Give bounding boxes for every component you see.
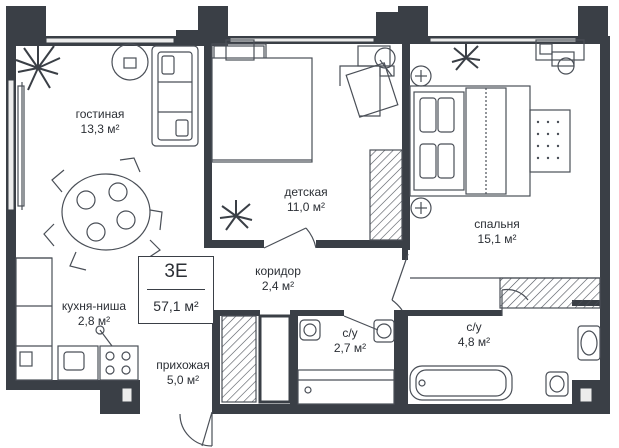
room-name: с/у bbox=[466, 320, 482, 334]
apartment-code: 3E bbox=[164, 261, 188, 282]
badge-divider bbox=[147, 289, 205, 290]
room-name: детская bbox=[284, 185, 328, 199]
room-area: 5,0 м² bbox=[166, 373, 200, 387]
room-label-kitchen: кухня-ниша 2,8 м² bbox=[46, 299, 142, 329]
room-name: спальня bbox=[474, 217, 520, 231]
bedroom-furniture bbox=[409, 39, 585, 219]
room-label-kids: детская 11,0 м² bbox=[266, 185, 346, 215]
bedroom-pattern bbox=[536, 120, 560, 160]
room-name: гостиная bbox=[75, 107, 125, 121]
room-name: прихожая bbox=[156, 358, 210, 372]
room-name: кухня-ниша bbox=[61, 299, 127, 313]
bath1-fixtures bbox=[297, 319, 395, 405]
inner-walls bbox=[204, 36, 502, 410]
living-plant bbox=[15, 42, 61, 91]
room-label-hall: прихожая 5,0 м² bbox=[138, 358, 228, 388]
kitchen-furniture bbox=[15, 257, 139, 381]
room-area: 13,3 м² bbox=[80, 122, 120, 136]
kids-wardrobe bbox=[369, 149, 403, 241]
hall-wardrobe bbox=[221, 315, 257, 403]
living-furniture bbox=[17, 43, 199, 271]
bedroom-wardrobe bbox=[499, 277, 601, 309]
bath2-fixtures bbox=[409, 325, 601, 401]
room-area: 15,1 м² bbox=[477, 232, 517, 246]
kids-furniture bbox=[211, 39, 399, 163]
room-area: 2,4 м² bbox=[261, 279, 295, 293]
hall-corner-window bbox=[121, 387, 133, 403]
room-name: коридор bbox=[255, 264, 301, 278]
bath1-shaft bbox=[258, 314, 292, 404]
room-label-bath1: с/у 2,7 м² bbox=[310, 326, 390, 356]
bath-corner-window bbox=[579, 387, 593, 403]
kids-plant bbox=[219, 200, 253, 231]
apartment-total-area: 57,1 м² bbox=[153, 298, 199, 314]
room-name: с/у bbox=[342, 326, 358, 340]
room-area: 4,8 м² bbox=[457, 335, 491, 349]
room-area: 2,8 м² bbox=[77, 314, 111, 328]
room-label-bath2: с/у 4,8 м² bbox=[434, 320, 514, 350]
room-label-corridor: коридор 2,4 м² bbox=[238, 264, 318, 294]
room-area: 11,0 м² bbox=[286, 200, 326, 214]
room-label-living: гостиная 13,3 м² bbox=[60, 107, 140, 137]
room-label-bedroom: спальня 15,1 м² bbox=[452, 217, 542, 247]
apartment-badge: 3E 57,1 м² bbox=[138, 256, 214, 324]
bedroom-plant bbox=[451, 42, 481, 71]
room-area: 2,7 м² bbox=[333, 341, 367, 355]
